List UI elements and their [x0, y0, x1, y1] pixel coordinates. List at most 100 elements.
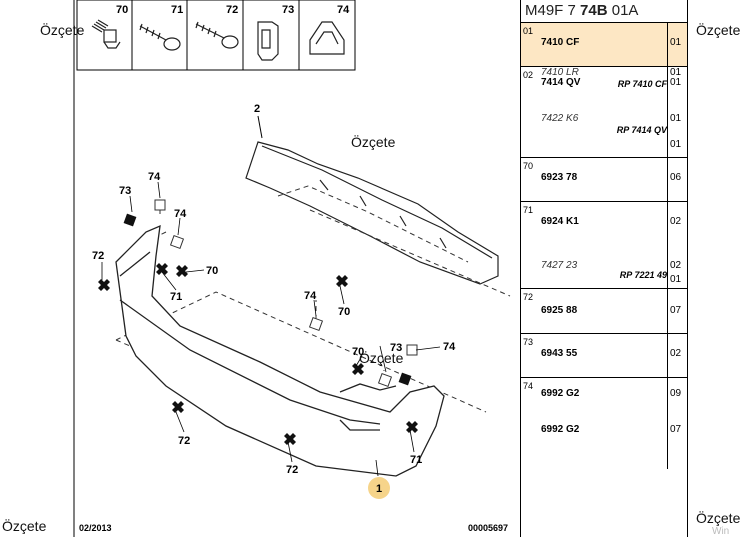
- box-num-74: 74: [337, 4, 350, 16]
- part-number: 6925 88: [541, 305, 578, 316]
- group-number: 72: [523, 292, 534, 302]
- parts-header: M49F 7 74B 01A: [525, 2, 638, 19]
- box-num-73: 73: [282, 4, 294, 16]
- parts-group-74[interactable]: 74 6992 G2 09 6992 G2 07: [521, 377, 687, 469]
- quantity: 06: [670, 172, 682, 183]
- ozcete-link-4[interactable]: Özçete: [359, 350, 404, 366]
- box-num-72: 72: [226, 4, 238, 16]
- part-number: 6924 K1: [541, 216, 579, 227]
- clip-74-b-icon: [169, 234, 185, 250]
- ozcete-link-1[interactable]: Özçete: [40, 22, 85, 38]
- label-73b: 73: [390, 342, 402, 354]
- quantity: 01: [670, 113, 682, 124]
- label-74d: 74: [443, 341, 456, 353]
- quantity-extra: 01: [670, 274, 682, 285]
- part-number: 7410 CF: [541, 37, 580, 48]
- clip-74-c-icon: [308, 316, 324, 332]
- part-line[interactable]: 6924 K1 02: [521, 216, 687, 230]
- quantity: 09: [670, 388, 682, 399]
- qty-column-divider: [667, 158, 668, 201]
- label-72b: 72: [178, 435, 190, 447]
- qty-column-divider: [667, 67, 668, 157]
- screw-70-icon: [91, 19, 121, 49]
- footer-code: 00005697: [468, 523, 509, 533]
- quantity-extra: 01: [670, 139, 682, 150]
- clip-73-right-icon: [398, 372, 412, 386]
- clip-74-a-icon: [154, 199, 166, 211]
- part-line[interactable]: 6923 78 06: [521, 172, 687, 186]
- replacement-part: RP 7414 QV: [616, 125, 667, 135]
- ozcete-link-3[interactable]: Özçete: [351, 134, 396, 150]
- part-line[interactable]: 6992 G2 09: [521, 388, 687, 402]
- clip-74-d-icon: [406, 344, 418, 356]
- ozcete-link-2[interactable]: Özçete: [696, 22, 741, 38]
- parts-group-70[interactable]: 70 6923 78 06: [521, 157, 687, 201]
- exploded-diagram: 70 71 72 73 74 2: [73, 0, 511, 537]
- footer-date: 02/2013: [79, 523, 112, 533]
- group-number: 01: [523, 26, 534, 36]
- group-number: 70: [523, 161, 534, 171]
- part-number: 6992 G2: [541, 388, 580, 399]
- label-70c: 70: [352, 346, 364, 358]
- qty-column-divider: [667, 334, 668, 377]
- part-number: 7414 QV: [541, 77, 581, 88]
- quantity: 02: [670, 260, 682, 271]
- header-suffix: 01A: [607, 2, 639, 19]
- bumper-absorber-part-2: [245, 141, 499, 285]
- quantity: 01: [670, 37, 682, 48]
- replacement-part: RP 7221 49: [619, 270, 667, 280]
- quantity: 01: [670, 67, 682, 78]
- box-num-70: 70: [116, 4, 128, 16]
- part-number: 6923 78: [541, 172, 578, 183]
- part-number: 6943 55: [541, 348, 578, 359]
- label-70b: 70: [338, 306, 350, 318]
- quantity: 01: [670, 77, 682, 88]
- screw-markers: [98, 263, 418, 445]
- part-line[interactable]: 6992 G2 07: [521, 424, 687, 438]
- clip-74-icon: [309, 21, 345, 55]
- label-72a: 72: [92, 250, 104, 262]
- part-number: 7422 K6: [541, 113, 579, 124]
- label-72c: 72: [286, 464, 298, 476]
- group-number: 73: [523, 337, 534, 347]
- clip-74-e-icon: [377, 372, 393, 388]
- screw-71-icon: [139, 23, 181, 51]
- label-74c: 74: [304, 290, 317, 302]
- group-number: 74: [523, 381, 534, 391]
- label-70a: 70: [206, 265, 218, 277]
- label-2: 2: [254, 103, 260, 115]
- label-74a: 74: [148, 171, 161, 183]
- quantity: 07: [670, 424, 682, 435]
- bumper-part-1: [115, 224, 445, 477]
- qty-column-divider: [667, 202, 668, 288]
- ozcete-link-5[interactable]: Özçete: [2, 518, 47, 534]
- highlight-callout-1: [368, 477, 390, 499]
- group-number: 02: [523, 70, 534, 80]
- ozcete-link-6[interactable]: Özçete: [696, 510, 741, 526]
- quantity: 02: [670, 216, 682, 227]
- group-number: 71: [523, 205, 534, 215]
- label-71a: 71: [170, 291, 182, 303]
- windows-watermark: Win: [712, 526, 730, 537]
- part-number: 6992 G2: [541, 424, 580, 435]
- label-71b: 71: [410, 454, 422, 466]
- label-74b: 74: [174, 208, 187, 220]
- qty-column-divider: [667, 23, 668, 66]
- part-line[interactable]: 7410 CF 01: [521, 37, 687, 51]
- header-bold: 74B: [580, 2, 608, 19]
- part-line[interactable]: 7414 QV 01: [521, 77, 687, 91]
- box-num-71: 71: [171, 4, 183, 16]
- screw-72-icon: [195, 21, 239, 49]
